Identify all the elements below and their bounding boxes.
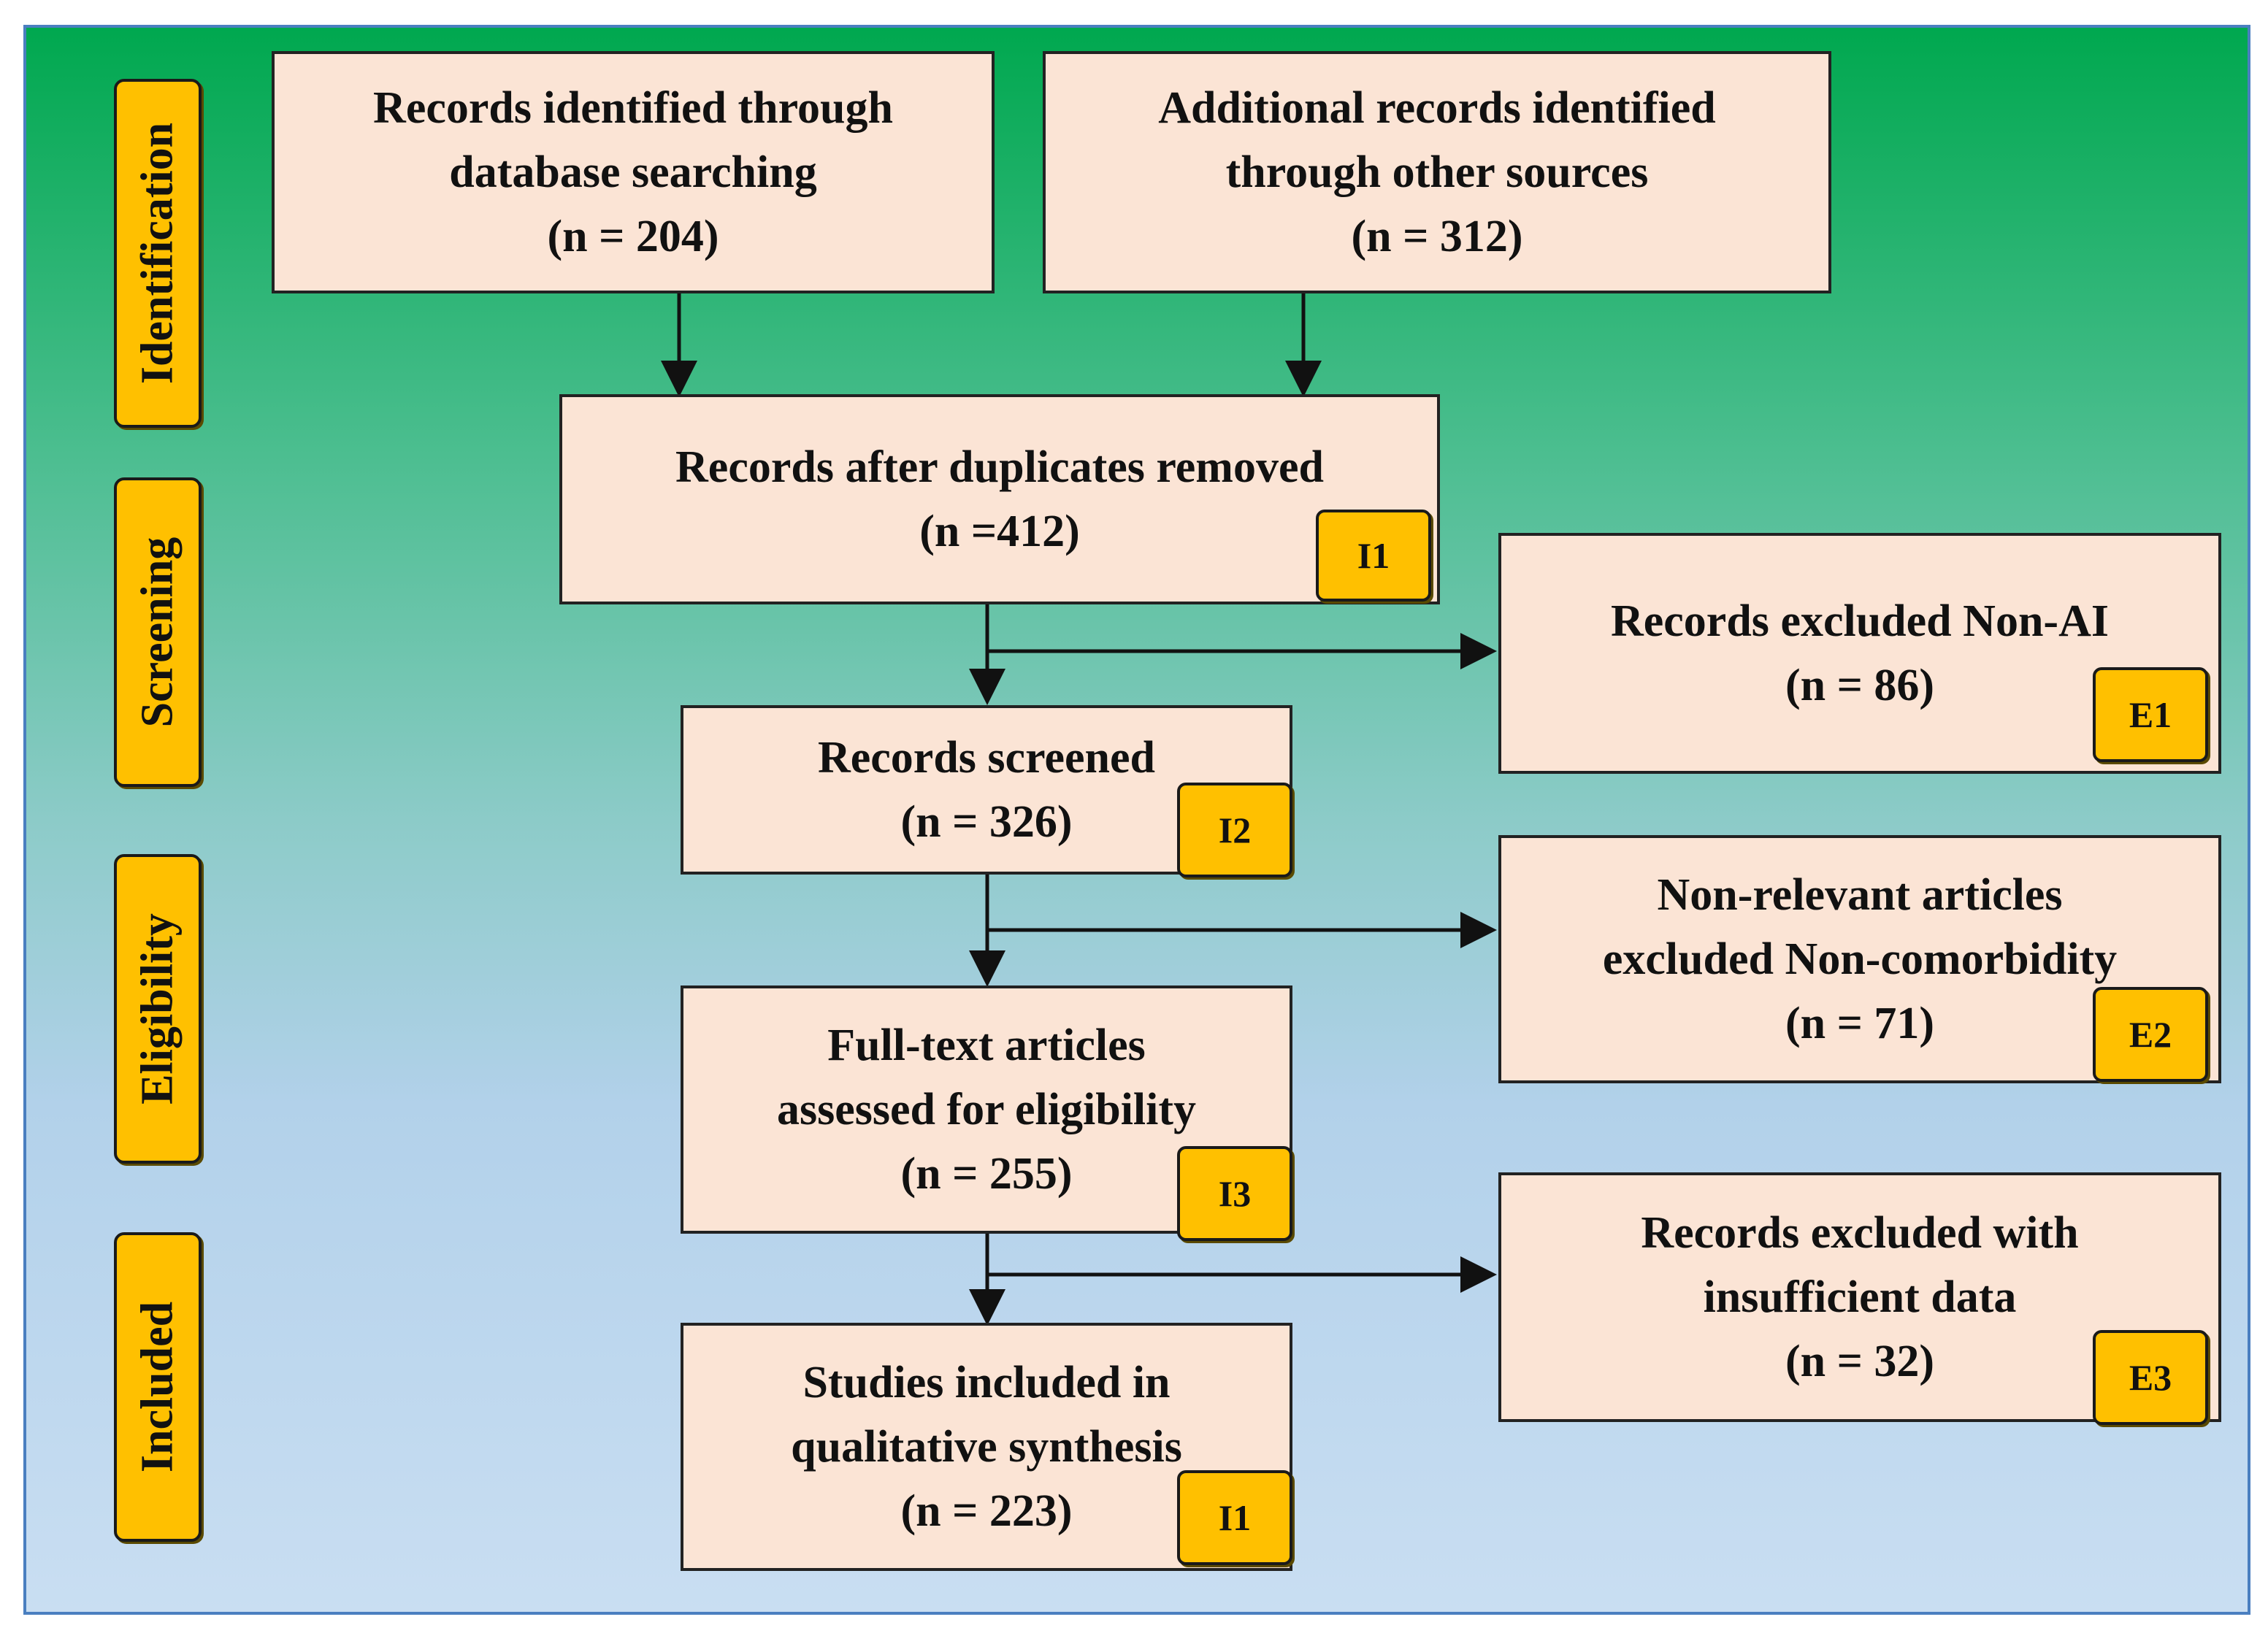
box-count: (n = 255) [900, 1149, 1073, 1199]
tag-i2: I2 [1177, 783, 1292, 877]
box-other-sources: Additional records identified through ot… [1043, 51, 1831, 293]
box-full-text: Full-text articles assessed for eligibil… [681, 985, 1292, 1234]
stage-identification: Identification [114, 79, 202, 428]
box-line: Studies included in [802, 1358, 1171, 1407]
box-count: (n = 86) [1785, 661, 1935, 710]
box-line: Records excluded Non-AI [1611, 596, 2109, 646]
box-count: (n = 312) [1351, 212, 1523, 261]
stage-eligibility: Eligibility [114, 854, 202, 1164]
box-line: excluded Non-comorbidity [1602, 934, 2118, 984]
tag-e3: E3 [2093, 1330, 2208, 1425]
box-database-search: Records identified through database sear… [272, 51, 995, 293]
tag-e1: E1 [2093, 667, 2208, 762]
tag-i1-duplicates: I1 [1316, 510, 1431, 602]
box-line: Additional records identified [1158, 83, 1716, 133]
box-line: database searching [449, 147, 817, 197]
box-count: (n = 223) [900, 1486, 1073, 1536]
box-count: (n = 71) [1785, 999, 1935, 1048]
box-count: (n = 326) [900, 797, 1073, 847]
box-after-duplicates: Records after duplicates removed (n =412… [559, 394, 1440, 604]
box-line: through other sources [1225, 147, 1649, 197]
box-non-relevant: Non-relevant articles excluded Non-comor… [1498, 835, 2221, 1083]
tag-i1-included: I1 [1177, 1470, 1292, 1565]
box-line: Records identified through [373, 83, 893, 133]
box-line: insufficient data [1703, 1272, 2017, 1322]
box-line: Records screened [817, 733, 1155, 783]
box-count: (n = 204) [547, 212, 719, 261]
box-line: assessed for eligibility [776, 1085, 1197, 1134]
box-count: (n =412) [919, 507, 1080, 556]
tag-e2: E2 [2093, 987, 2208, 1082]
tag-i3: I3 [1177, 1146, 1292, 1241]
box-count: (n = 32) [1785, 1337, 1935, 1386]
box-line: Records excluded with [1641, 1208, 2079, 1258]
stage-included: Included [114, 1232, 202, 1542]
box-line: Non-relevant articles [1657, 870, 2063, 920]
box-line: Records after duplicates removed [675, 442, 1324, 492]
box-line: Full-text articles [827, 1021, 1146, 1070]
box-line: qualitative synthesis [791, 1422, 1182, 1472]
stage-screening: Screening [114, 477, 202, 787]
